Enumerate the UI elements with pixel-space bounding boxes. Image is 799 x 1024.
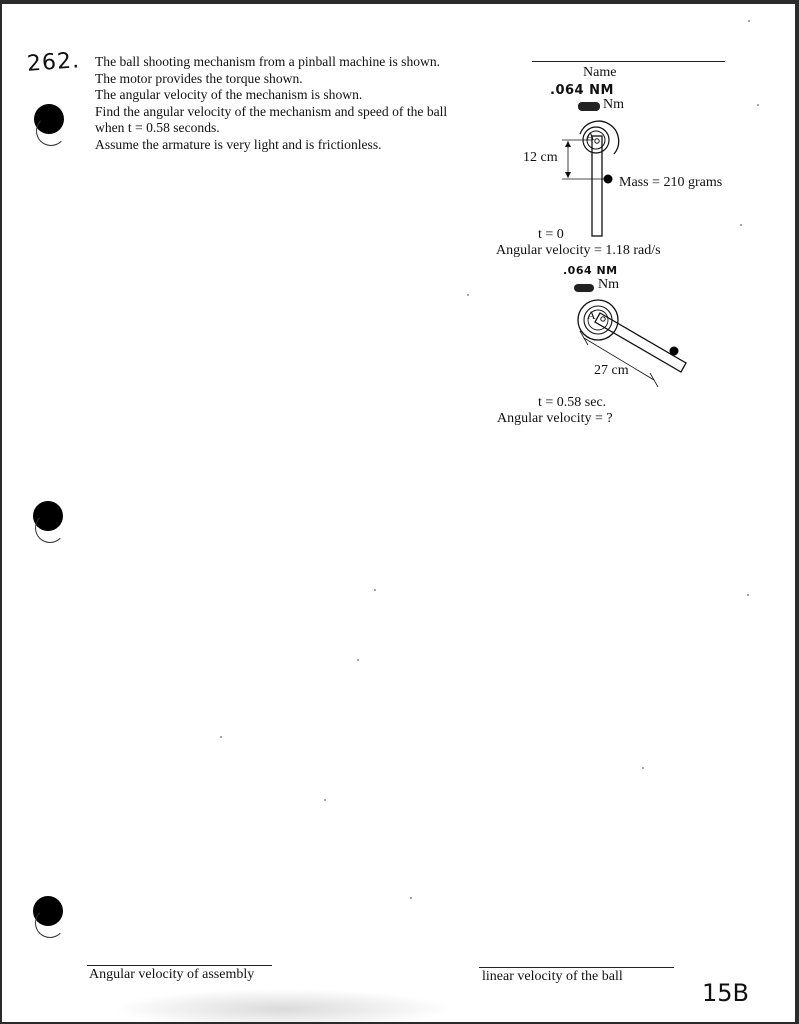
answer-label-linear-velocity: linear velocity of the ball xyxy=(482,969,623,984)
scan-speck xyxy=(220,736,222,738)
mechanism-diagram-t058 xyxy=(577,299,687,388)
binder-hole-ring xyxy=(35,908,65,938)
time-label-1: t = 0 xyxy=(538,227,564,242)
name-line xyxy=(532,61,725,62)
torque-unit-2: Nm xyxy=(598,277,619,292)
time-label-2: t = 0.58 sec. xyxy=(538,395,607,410)
scan-speck xyxy=(747,594,749,596)
answer-line-linear-velocity xyxy=(479,967,674,968)
problem-statement: The ball shooting mechanism from a pinba… xyxy=(95,54,447,153)
binder-hole-ring xyxy=(35,513,65,543)
problem-line: The angular velocity of the mechanism is… xyxy=(95,87,363,102)
name-label: Name xyxy=(583,65,617,80)
page-code: 15B xyxy=(702,979,750,1007)
arm-length-label-2: 27 cm xyxy=(594,363,629,378)
scan-speck xyxy=(642,767,644,769)
worksheet-page: 262. The ball shooting mechanism from a … xyxy=(2,4,795,1022)
problem-number: 262. xyxy=(26,48,81,77)
problem-line: Assume the armature is very light and is… xyxy=(95,136,382,152)
crossed-out-value xyxy=(578,102,600,111)
mass-label: Mass = 210 grams xyxy=(619,175,723,190)
scan-speck xyxy=(374,589,376,591)
problem-line: The ball shooting mechanism from a pinba… xyxy=(95,54,441,69)
pivot-label-1: A xyxy=(586,129,595,143)
problem-line: Find the angular velocity of the mechani… xyxy=(95,103,448,119)
answer-label-angular-velocity: Angular velocity of assembly xyxy=(89,967,255,982)
scan-smudge xyxy=(112,989,452,1022)
scan-speck xyxy=(740,224,742,226)
angular-velocity-label-1: Angular velocity = 1.18 rad/s xyxy=(496,243,661,258)
torque-unit-1: Nm xyxy=(603,97,624,112)
scan-speck xyxy=(467,294,469,296)
scan-speck xyxy=(410,897,412,899)
scan-speck xyxy=(748,20,750,22)
torque-handwritten-1: .064 NM xyxy=(550,83,614,98)
crossed-out-value xyxy=(574,284,594,292)
pivot-label-2: A xyxy=(587,308,596,322)
scan-speck xyxy=(324,799,326,801)
binder-hole-ring xyxy=(36,116,66,146)
answer-line-angular-velocity xyxy=(87,965,272,966)
scan-speck xyxy=(357,659,359,661)
torque-handwritten-2: .064 NM xyxy=(563,264,618,277)
arm-length-label-1: 12 cm xyxy=(523,150,558,165)
problem-line: when t = 0.58 seconds. xyxy=(95,120,220,135)
scan-speck xyxy=(757,104,759,106)
mechanism-diagram-t0 xyxy=(562,120,620,237)
problem-line: The motor provides the torque shown. xyxy=(95,70,303,86)
angular-velocity-label-2: Angular velocity = ? xyxy=(497,411,613,426)
